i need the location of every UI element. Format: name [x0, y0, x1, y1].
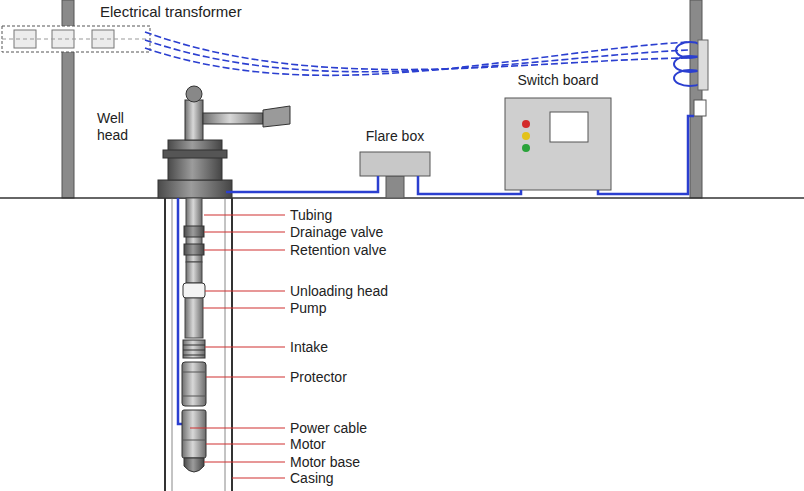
protector-seam — [182, 396, 206, 397]
flare-box-body — [360, 152, 430, 176]
part-label: Protector — [290, 369, 347, 386]
leader-line — [204, 214, 285, 215]
casing-wall — [225, 198, 226, 491]
unloading-head — [183, 283, 205, 298]
leader-line — [203, 307, 285, 308]
part-label: Casing — [290, 470, 334, 487]
leader-line — [232, 477, 285, 478]
part-label: Motor — [290, 436, 326, 453]
surface-cable — [226, 176, 378, 192]
part-label: Pump — [290, 300, 327, 317]
tubing — [186, 262, 202, 283]
overhead-wire — [145, 42, 688, 75]
leader-line — [205, 346, 285, 347]
part-label: Intake — [290, 339, 328, 356]
wellhead-stem — [185, 100, 203, 140]
wellhead-cap — [186, 86, 202, 102]
flow-line — [203, 113, 263, 124]
intake — [183, 340, 205, 358]
part-label: Motor base — [290, 454, 360, 471]
motor-seam — [182, 440, 206, 441]
motor-base — [184, 458, 204, 472]
motor — [182, 410, 206, 458]
utility-pole — [690, 0, 702, 198]
flow-nozzle — [263, 106, 290, 127]
transformer-line — [2, 39, 150, 40]
leader-line — [204, 249, 285, 250]
intake-rib — [183, 355, 205, 356]
indicator-light — [522, 144, 530, 152]
flare-box-stand — [386, 176, 404, 198]
part-label: Electrical transformer — [100, 3, 242, 21]
transformer-body — [2, 26, 150, 52]
leader-line — [206, 376, 285, 377]
leader-lines — [190, 215, 285, 478]
leader-line — [205, 290, 285, 291]
indicator-light — [522, 120, 530, 128]
casing-wall — [164, 198, 166, 491]
surface-cable — [598, 116, 694, 194]
overhead-wire — [145, 40, 688, 72]
protector-seam — [182, 372, 206, 373]
intake-rib — [183, 345, 205, 346]
pump — [185, 298, 203, 338]
wellhead-flange — [158, 180, 232, 198]
meter-box — [694, 100, 706, 116]
leader-line — [190, 427, 285, 428]
leader-line — [204, 231, 285, 232]
protector — [182, 362, 206, 406]
intake-rib — [183, 350, 205, 351]
part-label: Drainage valve — [290, 224, 383, 241]
casing-wall — [172, 198, 173, 491]
indicator-light — [522, 132, 530, 140]
part-label: Power cable — [290, 420, 367, 437]
casing-wall — [231, 198, 233, 491]
part-label: Well head — [97, 110, 143, 144]
leader-line — [204, 461, 285, 462]
cable-connector — [418, 176, 521, 194]
wellhead-body — [168, 140, 222, 180]
drainage-valve — [184, 226, 204, 237]
overhead-wire — [145, 32, 688, 69]
switchboard-cabinet — [505, 98, 611, 190]
part-label: Tubing — [290, 207, 332, 224]
leader-line — [206, 443, 285, 444]
part-label: Unloading head — [290, 283, 388, 300]
pole-insulator — [698, 40, 708, 90]
node-label: Switch board — [505, 72, 611, 88]
switch-board: Switch board — [505, 72, 611, 190]
wellhead-flange — [163, 150, 227, 158]
transformer-tank — [52, 30, 74, 48]
node-label: Flare box — [358, 128, 432, 144]
part-label: Retention valve — [290, 242, 387, 259]
control-panel — [550, 112, 588, 142]
flare-box: Flare box — [358, 128, 432, 176]
retention-valve — [184, 244, 204, 255]
